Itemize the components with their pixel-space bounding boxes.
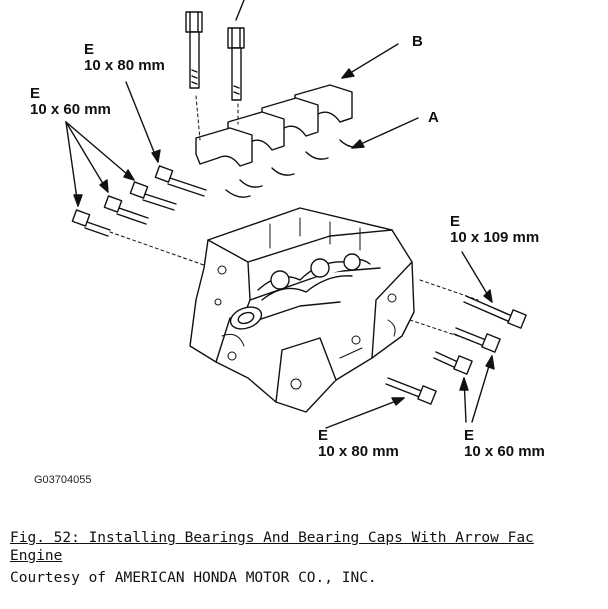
right-bolt-109 bbox=[463, 295, 527, 329]
side-bolt-3 bbox=[103, 195, 149, 225]
right-bolt-60-b bbox=[433, 351, 473, 375]
label-e-right-size: 10 x 109 mm bbox=[450, 229, 540, 246]
vertical-bolt-right bbox=[227, 27, 245, 101]
side-bolt-2 bbox=[129, 181, 177, 211]
engine-block bbox=[189, 207, 415, 413]
label-e-top-letter: E bbox=[84, 41, 95, 58]
bearing-shells-upper bbox=[225, 139, 363, 198]
label-e-left-letter: E bbox=[30, 85, 41, 102]
label-e-left-size: 10 x 60 mm bbox=[30, 101, 111, 118]
caption-title-continued: Engine bbox=[10, 548, 63, 564]
bottom-bolt-80 bbox=[385, 377, 437, 405]
caption-title: Fig. 52: Installing Bearings And Bearing… bbox=[10, 530, 534, 546]
label-b: B bbox=[412, 33, 423, 50]
crankshaft bbox=[229, 253, 371, 330]
label-e-top-size: 10 x 80 mm bbox=[84, 57, 165, 74]
bearing-cap-1 bbox=[195, 127, 253, 167]
caption-courtesy: Courtesy of AMERICAN HONDA MOTOR CO., IN… bbox=[10, 570, 377, 586]
engine-block-illustration bbox=[65, 0, 527, 429]
label-e-bottom-mid-size: 10 x 80 mm bbox=[318, 443, 399, 460]
label-a: A bbox=[428, 109, 439, 126]
side-bolt-4 bbox=[71, 209, 111, 237]
label-e-bottom-right-size: 10 x 60 mm bbox=[464, 443, 545, 460]
label-e-bottom-mid-letter: E bbox=[318, 427, 329, 444]
figure-code: G03704055 bbox=[34, 474, 92, 486]
label-e-bottom-right-letter: E bbox=[464, 427, 475, 444]
label-e-right-letter: E bbox=[450, 213, 461, 230]
right-bolt-60-a bbox=[453, 327, 501, 353]
side-bolt-1 bbox=[154, 165, 207, 197]
vertical-bolt-left bbox=[185, 11, 203, 89]
